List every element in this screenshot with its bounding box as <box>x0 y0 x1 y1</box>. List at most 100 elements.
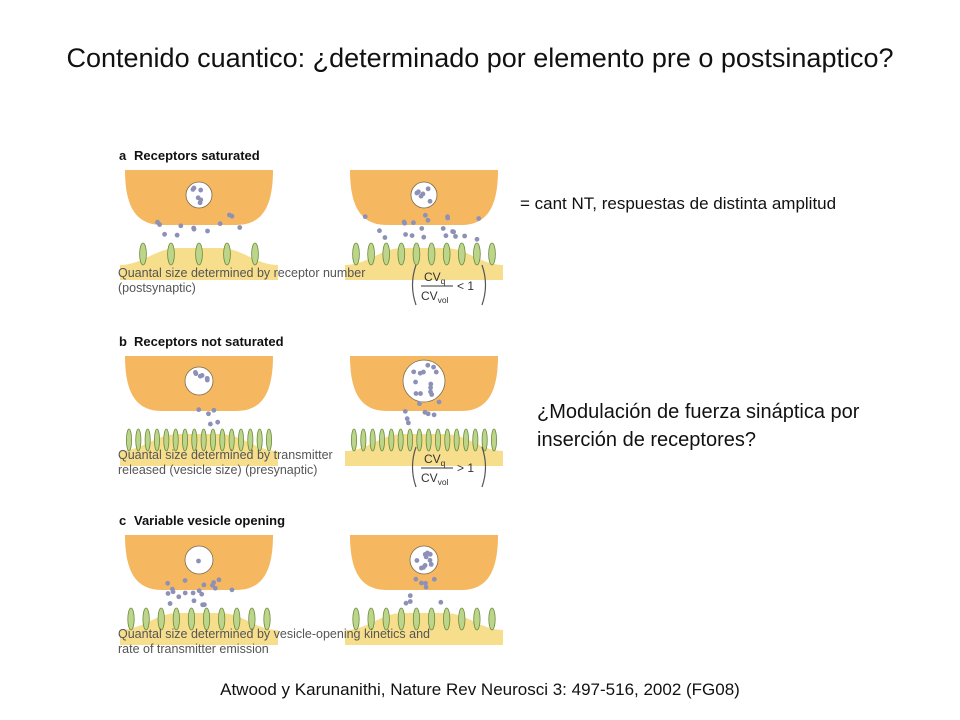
transmitter-molecule <box>423 580 428 586</box>
panel-b: b Receptors not saturated Quantal size d… <box>118 334 503 488</box>
receptor <box>202 607 211 631</box>
transmitter-molecule <box>190 590 196 596</box>
panel-b-cv-num-sub: q <box>441 458 446 468</box>
receptor <box>248 607 256 631</box>
panel-a-caption-line-2: (postsynaptic) <box>118 281 196 295</box>
receptor <box>172 607 180 631</box>
receptor <box>427 242 436 266</box>
receptor <box>191 428 198 452</box>
receptor <box>443 607 451 631</box>
transmitter-molecule <box>414 558 420 563</box>
receptor <box>472 428 479 452</box>
transmitter-molecule <box>429 392 435 397</box>
transmitter-molecule <box>191 598 197 604</box>
transmitter-molecule <box>476 216 482 221</box>
transmitter-molecule <box>377 228 382 234</box>
transmitter-molecule <box>198 197 204 203</box>
transmitter-molecule <box>414 190 420 196</box>
receptor <box>135 428 142 452</box>
panel-b-cv-den-sub: vol <box>438 477 449 487</box>
transmitter-molecule <box>413 391 419 396</box>
transmitter-molecule <box>409 233 415 239</box>
receptor <box>397 428 404 452</box>
receptor <box>442 242 451 266</box>
receptor <box>223 242 231 266</box>
transmitter-molecule <box>229 213 235 219</box>
transmitter-molecule <box>422 409 428 415</box>
note-receptor-insertion-question: ¿Modulación de fuerza sináptica por inse… <box>537 401 860 451</box>
transmitter-molecule <box>443 233 449 239</box>
transmitter-molecule <box>438 599 444 605</box>
receptor <box>247 428 254 452</box>
transmitter-molecule <box>405 420 411 426</box>
transmitter-molecule <box>169 586 175 592</box>
panel-b-cv-relation: > 1 <box>457 461 474 475</box>
transmitter-molecule <box>407 593 413 599</box>
transmitter-molecule <box>401 219 407 225</box>
receptor <box>416 428 423 452</box>
transmitter-molecule <box>205 228 210 234</box>
receptor <box>444 428 451 452</box>
transmitter-molecule <box>413 379 418 385</box>
receptor <box>425 428 432 452</box>
receptor <box>139 242 147 266</box>
receptor <box>144 428 151 452</box>
receptor <box>473 242 481 266</box>
transmitter-molecule <box>431 364 436 370</box>
panel-a-cv-den: CV <box>421 289 438 303</box>
receptor <box>219 428 226 452</box>
panel-a-cv-relation: < 1 <box>457 279 474 293</box>
receptor <box>350 428 357 452</box>
receptor <box>237 428 244 452</box>
synapse-c-left <box>120 535 278 645</box>
receptor <box>352 242 360 266</box>
transmitter-molecule <box>431 576 437 582</box>
transmitter-molecule <box>422 212 428 218</box>
panel-b-cv-ratio: CVq CVvol > 1 <box>411 446 487 488</box>
receptor <box>490 428 497 452</box>
receptor <box>412 607 421 631</box>
transmitter-molecule <box>431 412 437 418</box>
panel-c-letter: c <box>119 513 126 528</box>
receptor <box>360 428 367 452</box>
transmitter-molecule <box>199 591 205 597</box>
transmitter-molecule <box>404 416 410 422</box>
panel-a-caption-line-1: Quantal size determined by receptor numb… <box>118 266 365 280</box>
transmitter-molecule <box>428 385 433 391</box>
panel-a-cv-num-sub: q <box>441 276 446 286</box>
transmitter-molecule <box>440 226 446 231</box>
receptor <box>187 607 196 631</box>
receptor <box>427 607 436 631</box>
transmitter-molecule <box>165 580 171 586</box>
transmitter-molecule <box>445 215 451 221</box>
panel-b-caption-line-1: Quantal size determined by transmitter <box>118 448 333 462</box>
receptor <box>388 428 395 452</box>
svg-text:CVq: CVq <box>424 452 446 468</box>
receptor <box>397 607 405 631</box>
transmitter-molecule <box>474 236 480 242</box>
transmitter-molecule <box>453 234 458 239</box>
transmitter-molecule <box>216 577 222 583</box>
svg-text:CVvol: CVvol <box>421 471 449 487</box>
transmitter-molecule <box>196 558 201 564</box>
transmitter-molecule <box>206 411 211 417</box>
transmitter-molecule <box>201 602 207 608</box>
transmitter-molecule <box>428 381 434 387</box>
vesicle <box>184 366 214 396</box>
receptor <box>251 242 259 266</box>
synapse-b-left <box>120 356 278 466</box>
slide-title: Contenido cuantico: ¿determinado por ele… <box>66 43 894 73</box>
citation: Atwood y Karunanithi, Nature Rev Neurosc… <box>220 680 740 699</box>
receptor <box>488 607 496 631</box>
panel-b-cv-den: CV <box>421 471 438 485</box>
transmitter-molecule <box>207 421 213 427</box>
receptor <box>458 607 466 631</box>
synapse-b-right <box>345 356 503 466</box>
transmitter-molecule <box>425 186 431 192</box>
receptor <box>167 242 175 266</box>
receptor <box>263 607 271 631</box>
transmitter-molecule <box>421 564 426 570</box>
panel-c: c Variable vesicle opening Quantal size … <box>118 513 503 656</box>
receptor <box>127 607 135 631</box>
transmitter-molecule <box>182 578 188 583</box>
